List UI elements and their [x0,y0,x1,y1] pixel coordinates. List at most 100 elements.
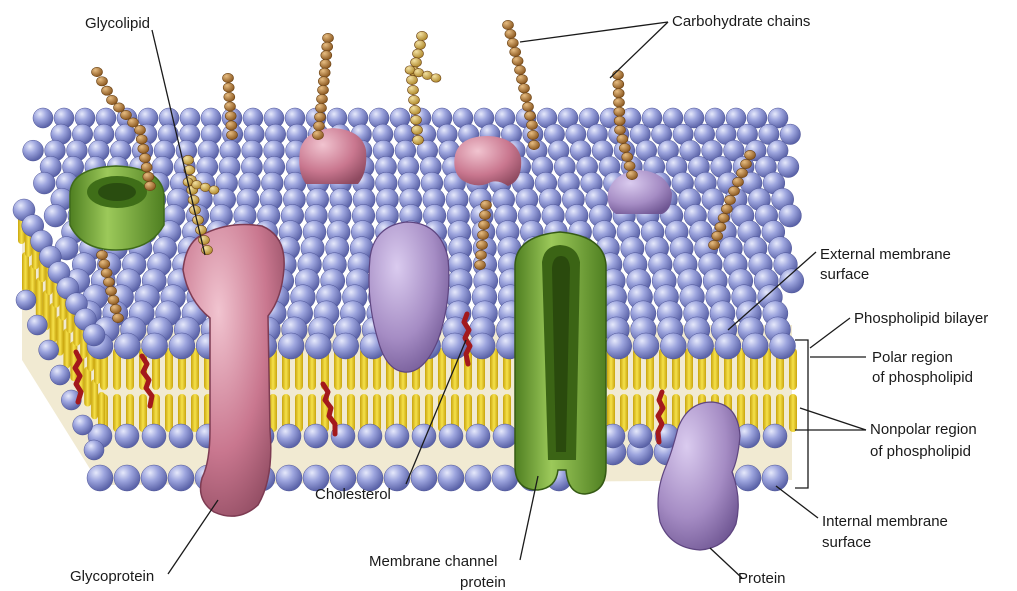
label-glycolipid: Glycolipid [85,15,150,32]
phospholipid-head [735,465,761,491]
sugar-unit [141,163,152,172]
phospholipid-head [44,204,67,227]
label-external-membrane-surface-2: surface [820,266,869,283]
sugar-unit [314,121,325,130]
phospholipid-head [412,424,436,448]
sugar-unit [614,98,625,107]
phospholipid-head [762,465,788,491]
sugar-unit [619,143,630,152]
sugar-unit [136,135,147,144]
sugar-unit [196,225,207,234]
sugar-unit [507,38,518,47]
phospholipid-head [33,172,55,194]
sugar-unit [145,181,156,190]
sugar-unit [318,77,329,86]
phospholipid-head [688,333,714,359]
leader-nonpolar-a [800,408,866,430]
sugar-unit [525,111,536,120]
sugar-unit [413,49,424,58]
sugar-unit [92,67,103,76]
phospholipid-head [84,440,104,460]
sugar-unit [505,29,516,38]
phospholipid-tail [490,394,498,432]
sugar-unit [322,42,333,51]
phospholipid-head [628,424,652,448]
phospholipid-tail [22,252,29,292]
sugar-unit [411,115,422,124]
phospholipid-head [169,333,195,359]
sugar-unit [113,313,124,322]
sugar-unit [529,140,540,149]
phospholipid-head [358,424,382,448]
sugar-unit [417,31,428,40]
sugar-unit [415,40,426,49]
sugar-unit [315,112,326,121]
sugar-unit [718,213,729,222]
phospholipid-head [168,465,194,491]
phospholipid-tail [620,394,628,432]
leader-glycoprotein [168,500,218,574]
phospholipid-head [73,415,93,435]
sugar-unit [411,58,422,67]
sugar-unit [318,85,329,94]
sugar-unit [319,68,330,77]
phospholipid-head [438,465,464,491]
phospholipid-head [466,424,490,448]
sugar-unit [627,170,638,179]
sugar-unit [223,73,234,82]
phospholipid-head [492,465,518,491]
sugar-unit [128,118,139,127]
phospholipid-tail [91,379,98,419]
phospholipid-head [633,333,659,359]
sugar-unit [478,230,489,239]
sugar-unit [480,210,491,219]
phospholipid-head [277,424,301,448]
leader-internal [776,486,818,518]
phospholipid-head [114,333,140,359]
sugar-unit [617,134,628,143]
sugar-unit [512,56,523,65]
phospholipid-head [27,315,47,335]
sugar-unit [745,150,756,159]
sugar-unit [316,103,327,112]
sugar-unit [431,74,441,83]
phospholipid-head [333,333,359,359]
phospholipid-tail [84,367,91,407]
sugar-unit [412,125,423,134]
sugar-unit [101,268,112,277]
sugar-unit [475,260,486,269]
sugar-unit [225,102,236,111]
sugar-unit [317,94,328,103]
phospholipid-tail [139,394,147,432]
sugar-unit [114,103,125,112]
label-glycoprotein: Glycoprotein [70,568,154,585]
phospholipid-head [39,340,59,360]
label-nonpolar-region-2: of phospholipid [870,443,971,460]
label-external-membrane-surface-1: External membrane [820,246,951,263]
sugar-unit [225,111,236,120]
sugar-unit [188,195,199,204]
sugar-unit [481,200,492,209]
sugar-unit [140,153,151,162]
sugar-unit [624,161,635,170]
phospholipid-head [23,140,44,161]
sugar-unit [721,204,732,213]
phospholipid-head [385,424,409,448]
phospholipid-head [142,424,166,448]
sugar-unit [227,130,238,139]
sugar-unit [106,286,117,295]
sugar-unit [613,89,624,98]
label-membrane-channel-protein-2: protein [460,574,506,591]
phospholipid-head [115,424,139,448]
sugar-unit [413,135,424,144]
phospholipid-head [411,465,437,491]
phospholipid-tail [789,394,797,432]
sugar-unit [107,95,118,104]
sugar-unit [614,116,625,125]
phospholipid-head [278,333,304,359]
sugar-unit [99,259,110,268]
sugar-unit [519,84,530,93]
label-polar-region-2: of phospholipid [872,369,973,386]
phospholipid-head [493,424,517,448]
